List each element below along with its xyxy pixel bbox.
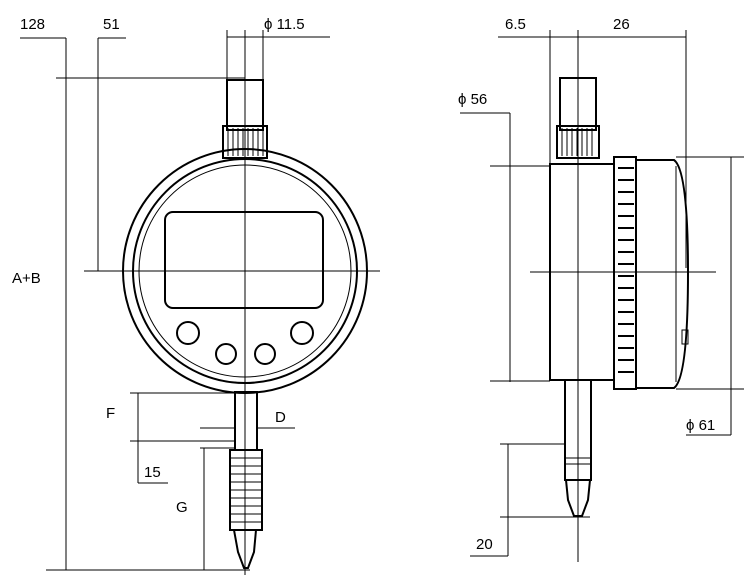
side-bezel-knurl <box>618 167 634 373</box>
dim-a-plus-b-label: A+B <box>12 270 41 287</box>
dim-6-5-label: 6.5 <box>505 16 526 33</box>
dim-phi-61-label: ϕ 61 <box>686 417 715 434</box>
front-view: 128 51 A+B ϕ 11.5 F D 15 G <box>12 16 380 575</box>
front-button-3 <box>254 343 276 365</box>
dim-20-label: 20 <box>476 536 493 553</box>
front-lcd-display <box>164 211 324 309</box>
front-collar-knurl <box>227 128 264 156</box>
front-button-2 <box>215 343 237 365</box>
dim-26-label: 26 <box>613 16 630 33</box>
front-contact-point <box>232 529 258 569</box>
dim-f-label: F <box>106 405 115 422</box>
side-collar-knurl <box>561 128 593 156</box>
front-button-1 <box>176 321 200 345</box>
dim-phi-11-5-label: ϕ 11.5 <box>264 16 305 33</box>
front-spindle-thread <box>230 457 262 523</box>
dim-phi-56-label: ϕ 56 <box>458 91 487 108</box>
side-case-button <box>681 329 689 345</box>
dim-15-label: 15 <box>144 464 161 481</box>
side-front-case <box>635 159 690 389</box>
front-lower-stem <box>234 391 258 451</box>
side-contact-point <box>564 479 592 517</box>
front-button-4 <box>290 321 314 345</box>
dim-51-label: 51 <box>103 16 120 33</box>
dim-d-label: D <box>275 409 286 426</box>
dim-g-label: G <box>176 499 188 516</box>
side-view: 6.5 26 ϕ 56 ϕ 61 20 <box>458 16 744 562</box>
dim-128-label: 128 <box>20 16 45 33</box>
